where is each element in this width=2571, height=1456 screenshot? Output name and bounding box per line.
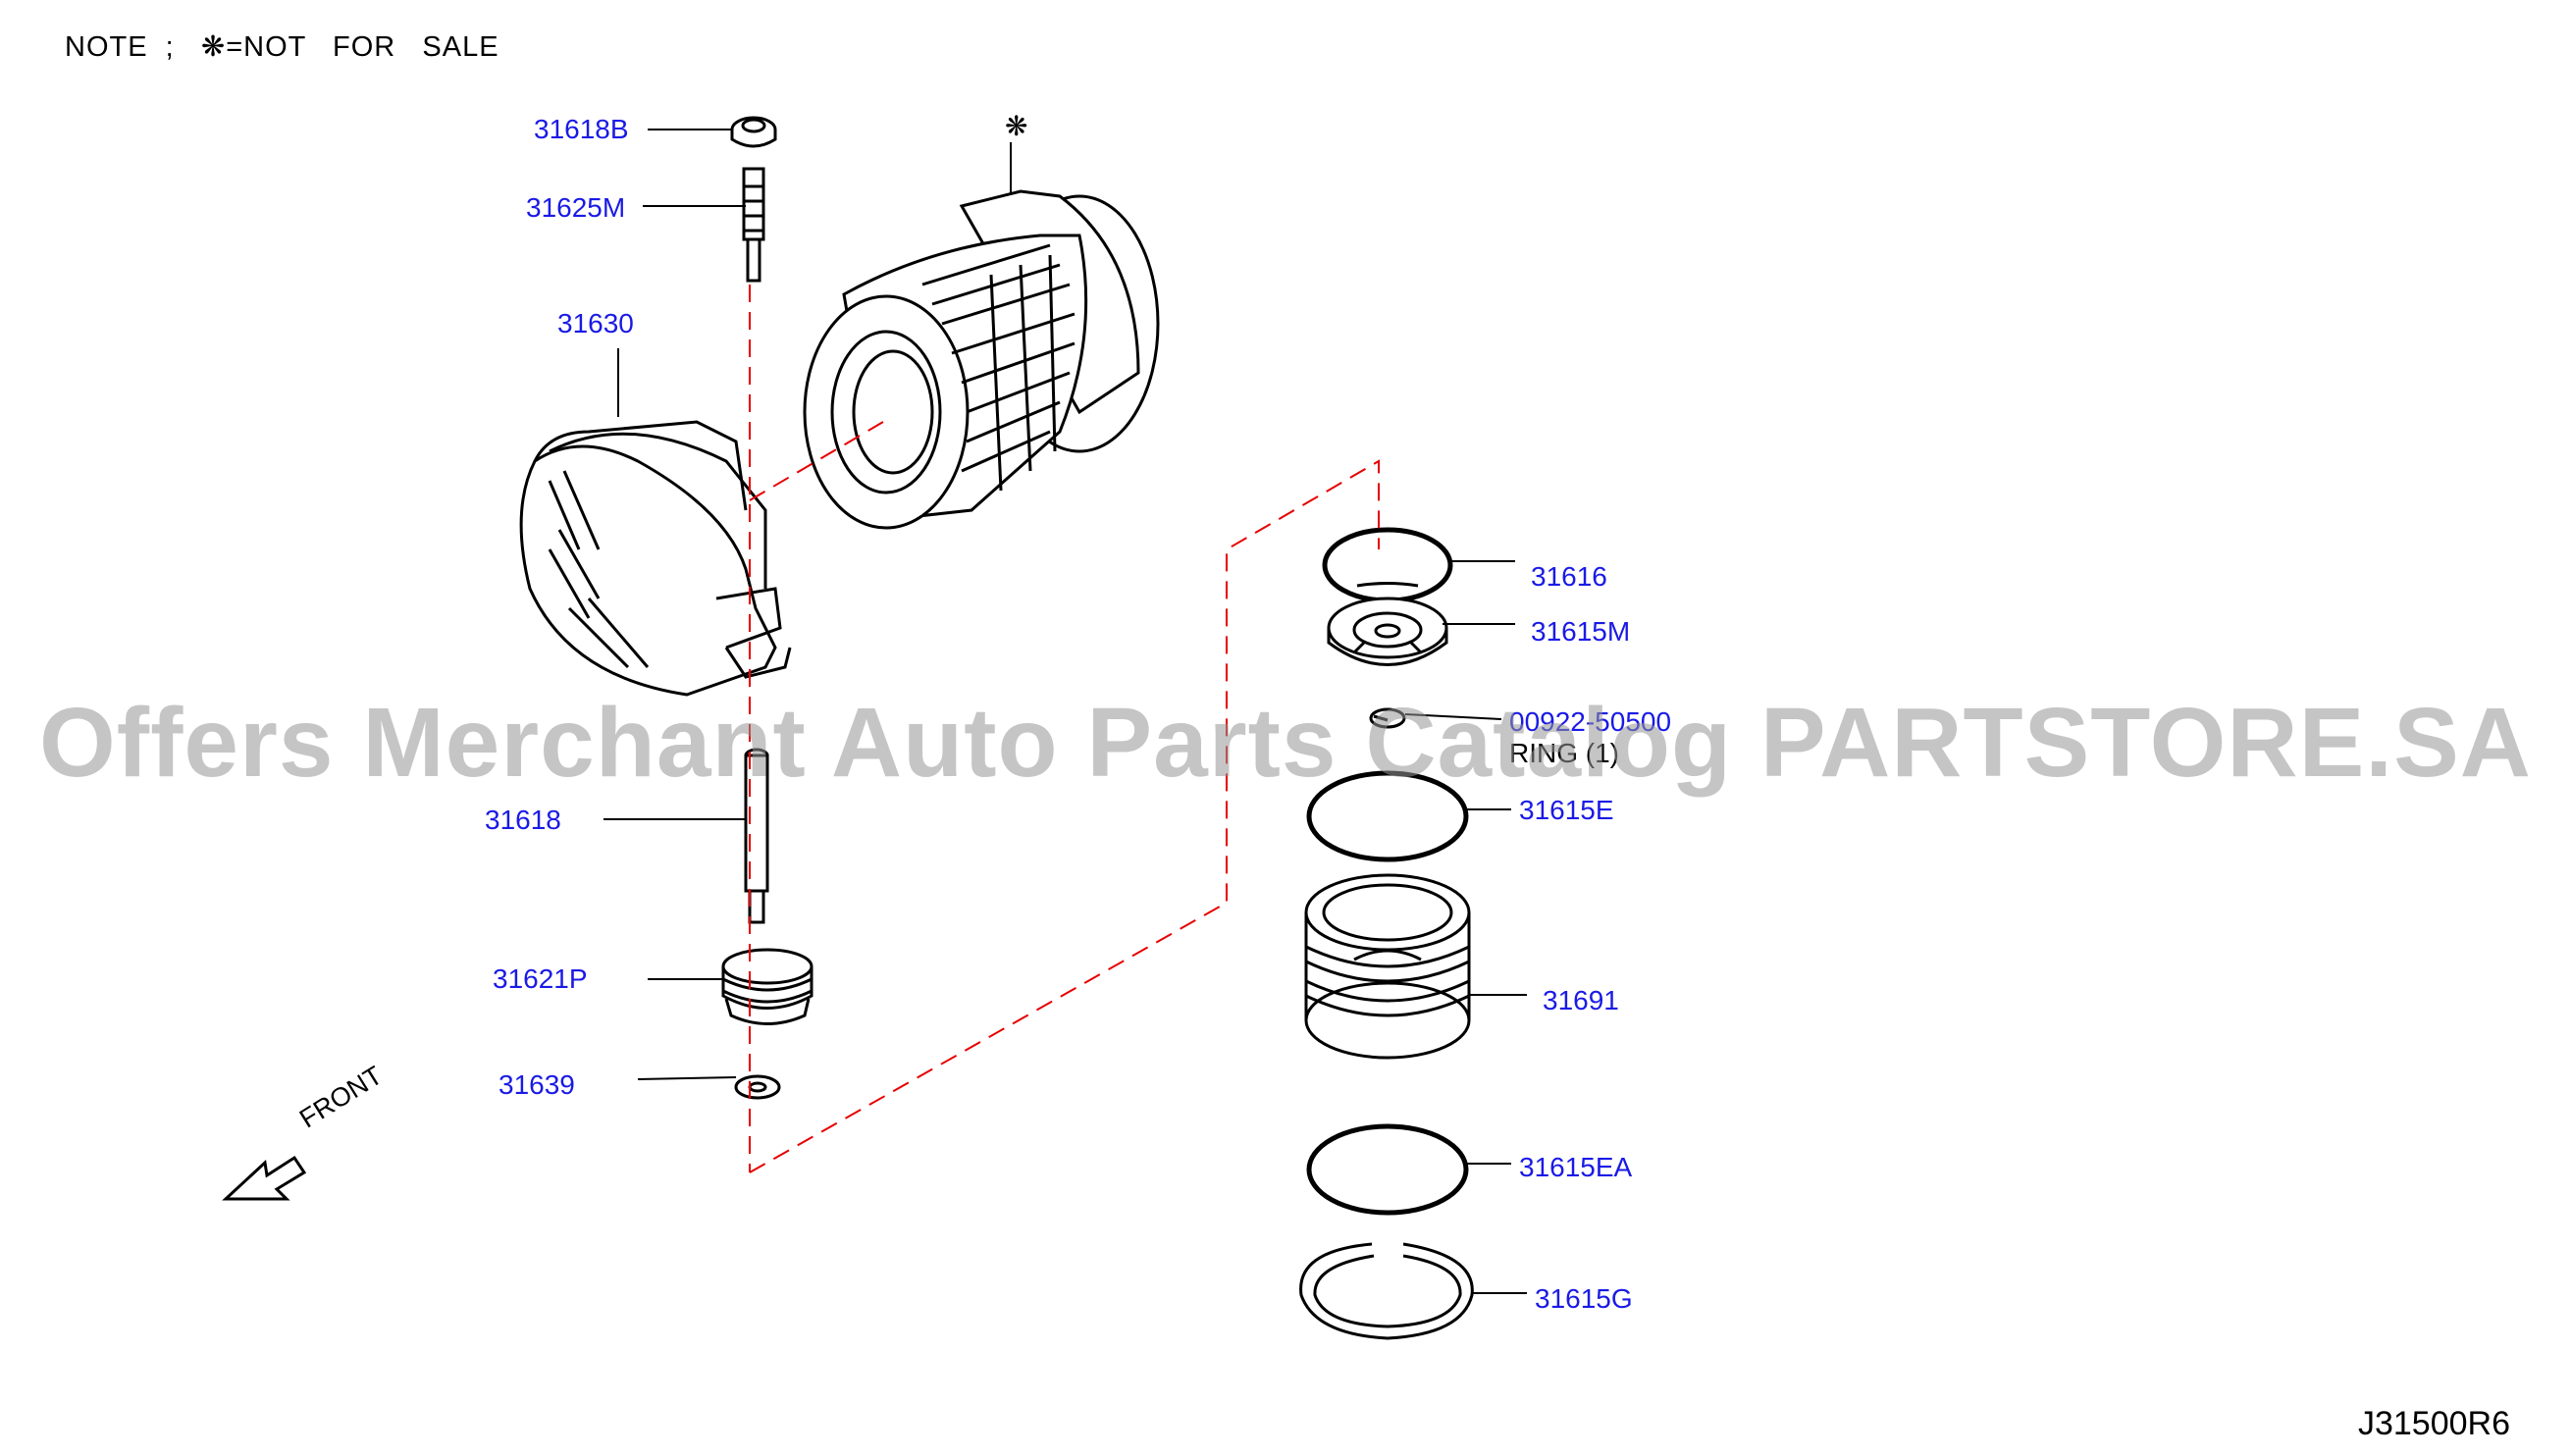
part-31616-label[interactable]: 31616: [1531, 561, 1607, 592]
part-31615EA-label[interactable]: 31615EA: [1519, 1152, 1633, 1182]
piston-31691-part: [1304, 873, 1471, 1060]
alignment-dashed-lines: [749, 285, 1380, 1173]
not-for-sale-mark: ❋: [1005, 111, 1028, 141]
leader-lines: [603, 129, 1527, 1294]
part-00922-description: RING (1): [1509, 738, 1619, 768]
snap-ring-31615G-part: [1299, 1242, 1474, 1340]
front-arrow-icon: [222, 1155, 307, 1201]
part-00922-50500-label[interactable]: 00922-50500: [1509, 706, 1672, 737]
diagram-code: J31500R6: [2357, 1405, 2510, 1442]
part-31691-label[interactable]: 31691: [1543, 985, 1619, 1015]
o-ring-31615EA-part: [1306, 1123, 1469, 1216]
part-31618B-label[interactable]: 31618B: [534, 114, 629, 144]
retainer-31615M-part: [1327, 597, 1448, 666]
pin-31625M-part: [742, 167, 765, 283]
clutch-drum-part: [803, 189, 1160, 530]
part-31621P-label[interactable]: 31621P: [493, 963, 588, 994]
note-text: NOTE ; ❋=NOT FOR SALE: [65, 31, 499, 63]
watermark: Offers Merchant Auto Parts Catalog PARTS…: [39, 688, 2532, 798]
pin-31618-part: [744, 748, 769, 924]
ring-00922-part: [1369, 707, 1406, 729]
part-31615G-label[interactable]: 31615G: [1535, 1283, 1633, 1314]
washer-31639-part: [734, 1074, 781, 1100]
o-ring-31615E-part: [1306, 770, 1469, 862]
part-31618-label[interactable]: 31618: [485, 805, 561, 835]
part-31625M-label[interactable]: 31625M: [526, 192, 626, 223]
part-31639-label[interactable]: 31639: [498, 1069, 575, 1100]
part-31615M-label[interactable]: 31615M: [1531, 616, 1631, 647]
brake-band-31630-part: [519, 420, 792, 697]
ring-31616-part: [1322, 527, 1453, 603]
part-31615E-label[interactable]: 31615E: [1519, 795, 1614, 825]
spring-31621P-part: [721, 948, 813, 1025]
nut-31618B-part: [730, 116, 777, 148]
part-31630-label[interactable]: 31630: [557, 308, 634, 338]
